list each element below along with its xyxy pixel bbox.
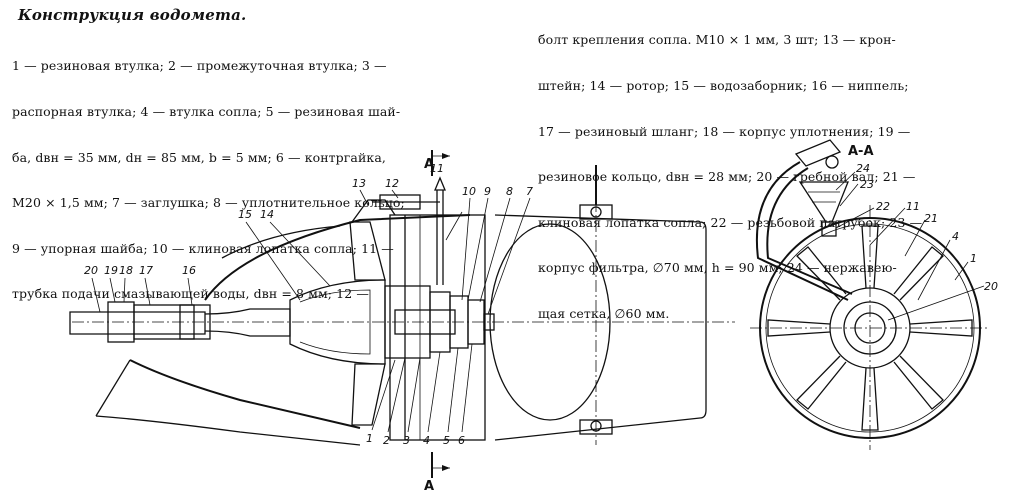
caption-line: болт крепления сопла. М10 × 1 мм, 3 шт; … (538, 32, 896, 48)
leader-lines (91, 189, 531, 433)
callout-s20: 20 (984, 280, 998, 293)
rotor-blade-lower (351, 363, 386, 426)
caption-line: клиновая лопатка сопла; 22 — резьбовой п… (538, 214, 923, 230)
nozzle-outlet (489, 223, 611, 421)
caption-line: щая сетка, ∅60 мм. (538, 306, 670, 322)
caption-line: 9 — упорная шайба; 10 — клиновая лопатка… (12, 240, 394, 256)
callout-4: 4 (423, 434, 430, 447)
callout-s24: 24 (856, 162, 870, 175)
nipple (179, 304, 211, 340)
shaft-end (394, 309, 456, 335)
section-label-top: А (424, 157, 434, 172)
upper-bolt-head (590, 206, 602, 218)
callout-11: 11 (430, 162, 444, 175)
caption-line: ба, dвн = 35 мм, dн = 85 мм, b = 5 мм; 6… (12, 149, 386, 165)
callout-7: 7 (526, 185, 533, 198)
longitudinal-section (69, 150, 735, 478)
lower-bolt-head (590, 420, 602, 432)
lube-hose-outer (756, 161, 849, 301)
callout-17: 17 (139, 264, 153, 277)
section-label-bottom: А (424, 479, 434, 494)
caption-line: 17 — резиновый шланг; 18 — корпус уплотн… (538, 123, 911, 139)
caption-line: трубка подачи смазывающей воды, dвн = 8 … (12, 286, 369, 302)
caption-line: 1 — резиновая втулка; 2 — промежуточная … (12, 58, 387, 74)
callout-14: 14 (260, 208, 274, 221)
section-title: А-А (848, 144, 874, 159)
lube-tube-tip (434, 176, 446, 191)
callout-s21: 21 (924, 212, 938, 225)
caption-left: 1 — резиновая втулка; 2 — промежуточная … (12, 28, 405, 317)
propeller-shaft (69, 311, 206, 335)
callout-8: 8 (506, 185, 513, 198)
callout-6: 6 (458, 434, 465, 447)
hull-edge (95, 359, 131, 417)
callout-10: 10 (462, 185, 476, 198)
caption-line: резиновое кольцо, dвн = 28 мм; 20 — греб… (538, 169, 916, 185)
rotor-hub-inner (299, 289, 371, 355)
callout-s22: 22 (876, 200, 890, 213)
lube-hose-inner (766, 167, 853, 295)
callout-3: 3 (403, 434, 410, 447)
section-leader-lines (835, 171, 985, 321)
section-arrowhead-bottom (442, 465, 450, 471)
nozzle-vanes (767, 225, 973, 431)
callout-s23: 23 (860, 178, 874, 191)
callout-s11: 11 (906, 200, 920, 213)
callout-s4: 4 (952, 230, 959, 243)
shaft-transition (204, 308, 291, 337)
callout-9: 9 (484, 185, 491, 198)
callout-19: 19 (104, 264, 118, 277)
callout-13: 13 (352, 177, 366, 190)
section-arrowhead-top (442, 153, 450, 159)
cross-section-aa (750, 139, 990, 450)
callout-16: 16 (182, 264, 196, 277)
nozzle-housing-outer (494, 214, 707, 441)
rubber-hose (133, 304, 195, 340)
callout-18: 18 (119, 264, 133, 277)
callout-5: 5 (443, 434, 450, 447)
caption-line: распорная втулка; 4 — втулка сопла; 5 — … (12, 104, 401, 120)
caption-right: болт крепления сопла. М10 × 1 мм, 3 шт; … (538, 2, 922, 336)
filter-nut (825, 155, 839, 169)
hull-bottom (95, 415, 361, 446)
intake-lower-wall (129, 359, 361, 429)
plug (483, 313, 495, 331)
filter-cap (794, 139, 842, 167)
callout-15: 15 (238, 208, 252, 221)
intake-lip (221, 225, 341, 259)
bracket (351, 199, 396, 223)
callout-2: 2 (383, 434, 390, 447)
figure-title: Конструкция водомета. (18, 6, 247, 24)
threaded-pipe (821, 221, 837, 237)
lower-flange (579, 419, 613, 435)
callout-20: 20 (84, 264, 98, 277)
callout-s1: 1 (970, 252, 977, 265)
callout-1: 1 (366, 432, 373, 445)
caption-line: штейн; 14 — ротор; 15 — водозаборник; 16… (538, 78, 909, 94)
callout-12: 12 (385, 177, 399, 190)
rotor-blade-upper (349, 221, 386, 281)
